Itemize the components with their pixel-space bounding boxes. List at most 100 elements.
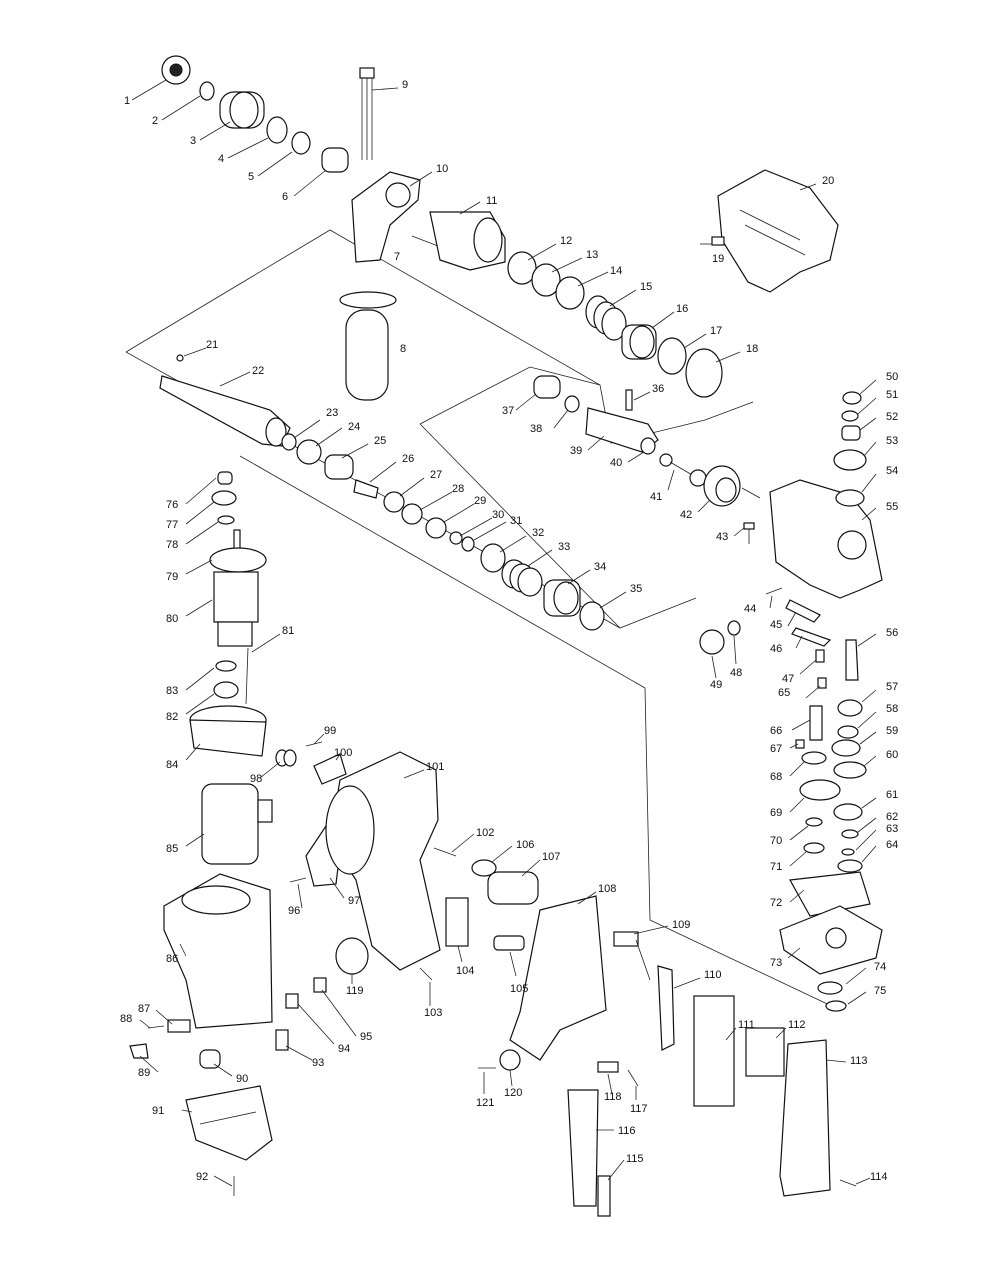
gear-part [799,779,841,801]
screw-part [627,1069,639,1087]
ring-part [555,276,585,310]
part-number-label: 85 [166,843,178,855]
part-number-label: 44 [744,603,756,615]
part-number-label: 99 [324,725,336,737]
piston-part [533,375,561,399]
housing-cover-part [717,169,839,293]
part-number-label: 78 [166,539,178,551]
lever-part [785,599,821,623]
handle-housing-part [325,751,441,971]
side-handle-part [339,291,397,401]
washer-part [266,116,288,144]
part-number-label: 59 [886,725,898,737]
baffle-plate-part [189,705,267,757]
grip-part [779,1039,831,1197]
part-number-label: 19 [712,253,724,265]
ring-part [564,395,580,413]
part-number-label: 105 [510,983,528,995]
part-number-label: 87 [138,1003,150,1015]
part-number-label: 111 [738,1019,755,1031]
spring-part [275,749,297,767]
cylinder-part [429,211,506,271]
part-number-label: 56 [886,627,898,639]
spring-part [501,559,543,597]
part-number-label: 10 [436,163,448,175]
part-number-label: 92 [196,1171,208,1183]
part-number-label: 98 [250,773,262,785]
spindle-part [809,705,823,741]
part-number-label: 61 [886,789,898,801]
part-number-label: 36 [652,383,664,395]
field-coil-part [201,783,273,865]
bush-part [321,147,349,173]
cap-part [842,391,862,405]
part-number-label: 20 [822,175,834,187]
bearing-part [211,490,237,506]
part-number-label: 113 [850,1055,868,1067]
tool-holder-part [159,375,291,447]
part-number-label: 11 [486,195,497,207]
part-number-label: 18 [746,343,758,355]
o-ring-part [685,348,723,398]
knob-part [699,629,725,655]
key-part [795,739,805,749]
part-number-label: 5 [248,171,254,183]
part-number-label: 31 [510,515,522,527]
bearing-part [213,681,239,699]
part-number-label: 70 [770,835,782,847]
part-number-label: 115 [626,1153,644,1165]
washer-part [837,859,863,873]
ring-part [841,829,859,839]
part-number-label: 60 [886,749,898,761]
part-number-label: 74 [874,961,886,973]
part-number-label: 82 [166,711,178,723]
ring-part [825,1000,847,1012]
part-number-label: 106 [516,839,534,851]
lever-part [313,753,347,785]
o-ring-part [835,489,865,507]
part-number-label: 42 [680,509,692,521]
part-number-label: 110 [704,969,722,981]
part-number-label: 43 [716,531,728,543]
part-number-label: 120 [504,1087,522,1099]
part-number-callouts: 1234567891011121314151617181920212223242… [120,79,898,1183]
switch-lever-part [493,935,525,951]
washer-part [291,131,311,155]
part-number-label: 62 [886,811,898,823]
part-number-label: 6 [282,191,288,203]
washer-part [805,817,823,827]
sleeve-part [219,91,265,129]
part-number-label: 38 [530,423,542,435]
gear-part [833,449,867,471]
cap-part [217,471,233,485]
o-ring-part [817,981,843,995]
ring-part [531,263,561,297]
cord-part [597,1175,611,1217]
cap-part [335,937,369,975]
screw-part [815,649,825,663]
part-number-label: 46 [770,643,782,655]
screw-part [700,236,725,246]
part-number-label: 34 [594,561,606,573]
brush-cap-part [199,1049,221,1069]
part-number-label: 23 [326,407,338,419]
gear-plate-part [779,905,883,975]
part-number-label: 84 [166,759,178,771]
screw-part [289,877,307,883]
part-number-label: 14 [610,265,622,277]
ring-part [449,531,463,545]
bearing-part [837,699,863,717]
bearing-part [803,842,825,854]
part-number-label: 114 [870,1171,888,1183]
lever-part [791,627,832,647]
part-number-label: 39 [570,445,582,457]
part-number-label: 109 [672,919,690,931]
motor-housing-part [163,873,273,1029]
washer-part [841,410,859,422]
o-ring-part [480,543,506,573]
part-number-label: 52 [886,411,898,423]
part-number-label: 41 [650,491,662,503]
part-number-label: 30 [492,509,504,521]
lever-part [657,965,675,1051]
part-number-label: 53 [886,435,898,447]
